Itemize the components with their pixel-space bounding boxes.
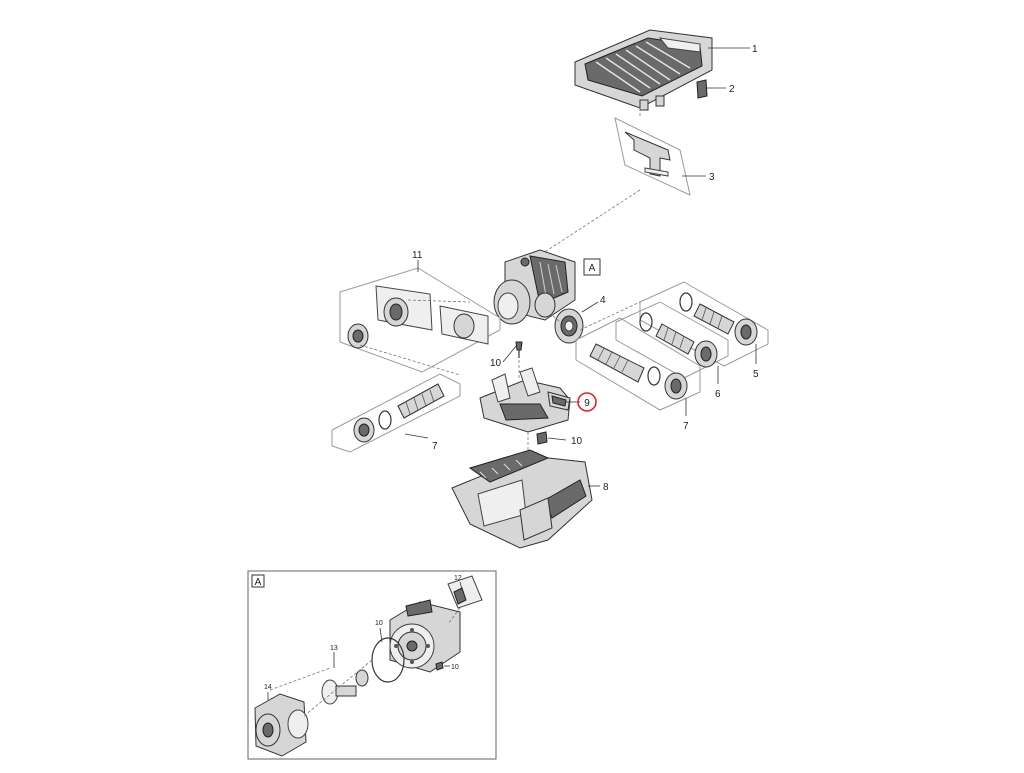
callout-8: 8 <box>603 482 609 493</box>
callout-5: 5 <box>753 369 759 380</box>
detail-ref-label: A <box>589 263 596 274</box>
part-3-frame <box>614 117 691 196</box>
detail-callout-10-right: 10 <box>451 664 459 671</box>
part-5-hose-kit[interactable] <box>679 292 758 346</box>
part-10-screw-top[interactable] <box>515 341 523 358</box>
callout-7-right: 7 <box>683 421 689 432</box>
detail-part-10-screw[interactable] <box>435 661 444 671</box>
detail-callout-10-top: 10 <box>375 620 383 627</box>
callout-4: 4 <box>600 295 606 306</box>
callout-6: 6 <box>715 389 721 400</box>
detail-o-ring[interactable] <box>371 637 405 683</box>
part-2-clip[interactable] <box>696 79 708 99</box>
part-4-union-nut[interactable] <box>554 308 584 344</box>
callout-10-top: 10 <box>490 358 502 369</box>
part-1-grille-cover[interactable] <box>574 29 713 111</box>
detail-box-a <box>247 570 497 760</box>
part-7-hose-kit-left[interactable] <box>353 383 445 443</box>
part-8-base-housing[interactable] <box>451 449 593 549</box>
detail-part-14-pump-chamber[interactable] <box>254 693 309 757</box>
callout-3: 3 <box>709 172 715 183</box>
part-7-frame-left <box>331 373 461 453</box>
part-7-frame-right <box>575 317 701 411</box>
callout-2: 2 <box>729 84 735 95</box>
part-6-frame <box>615 301 729 379</box>
detail-part-12-connector[interactable] <box>447 575 483 609</box>
detail-motor-unit[interactable] <box>389 599 461 673</box>
part-6-hose-kit[interactable] <box>639 312 718 368</box>
callout-10-bottom: 10 <box>571 436 583 447</box>
part-9-pump-mount[interactable] <box>479 367 571 433</box>
callout-9-highlight <box>577 392 597 412</box>
pump-motor-body[interactable] <box>493 249 576 325</box>
part-11-adapter-set[interactable] <box>347 285 489 349</box>
detail-callout-14: 14 <box>264 684 272 691</box>
detail-callout-12: 12 <box>454 575 462 582</box>
callout-11: 11 <box>412 250 423 261</box>
callout-1: 1 <box>752 44 758 55</box>
part-7-hose-kit-right[interactable] <box>589 343 688 400</box>
part-3-bracket[interactable] <box>624 131 671 177</box>
detail-box-label: A <box>255 577 262 588</box>
detail-callout-13: 13 <box>330 645 338 652</box>
callout-7-left: 7 <box>432 441 438 452</box>
callout-9: 9 <box>584 398 590 409</box>
part-10-clip-lower[interactable] <box>536 431 548 445</box>
detail-part-13-impeller[interactable] <box>321 669 369 705</box>
